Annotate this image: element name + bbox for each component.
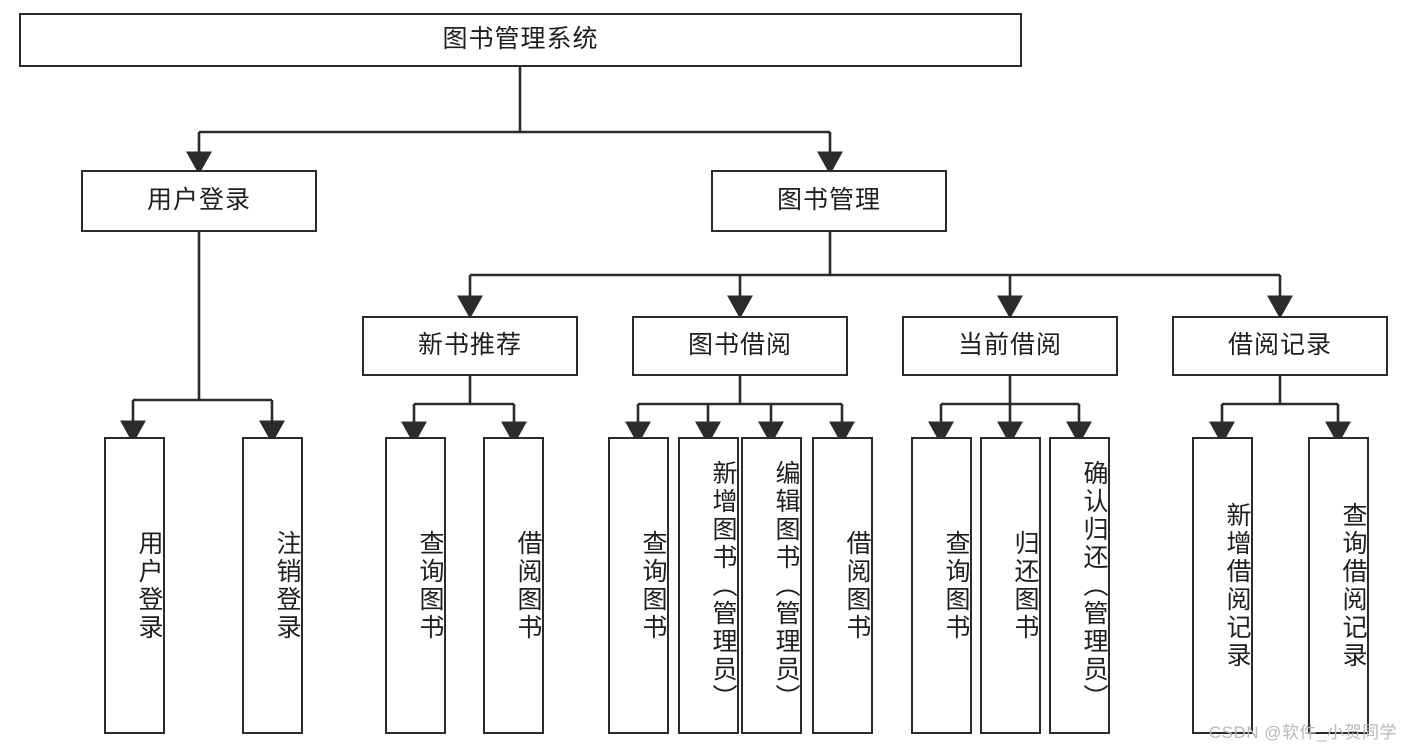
node-leaf-edit-book-admin-label: 编辑图书（管理员） (772, 459, 800, 712)
node-root-book-management-system[interactable]: 图书管理系统 (19, 13, 1022, 67)
node-leaf-query-book-borrow-label: 查询图书 (639, 529, 667, 642)
node-leaf-logout-label: 注销登录 (273, 529, 301, 642)
node-leaf-query-book-recommend[interactable]: 查询图书 (385, 437, 446, 734)
node-leaf-logout[interactable]: 注销登录 (242, 437, 303, 734)
node-leaf-query-borrow-record-label: 查询借阅记录 (1339, 501, 1367, 670)
node-leaf-user-login-label: 用户登录 (135, 529, 163, 642)
node-leaf-confirm-return-admin-label: 确认归还（管理员） (1080, 459, 1108, 712)
node-leaf-add-borrow-record[interactable]: 新增借阅记录 (1192, 437, 1253, 734)
node-leaf-query-borrow-record[interactable]: 查询借阅记录 (1308, 437, 1369, 734)
node-leaf-confirm-return-admin[interactable]: 确认归还（管理员） (1049, 437, 1110, 734)
node-leaf-query-book-current-label: 查询图书 (942, 529, 970, 642)
node-book-management[interactable]: 图书管理 (711, 170, 947, 232)
node-book-management-label: 图书管理 (776, 186, 881, 215)
node-borrow-record-label: 借阅记录 (1227, 331, 1332, 360)
node-leaf-edit-book-admin[interactable]: 编辑图书（管理员） (741, 437, 802, 734)
node-leaf-add-book-admin[interactable]: 新增图书（管理员） (678, 437, 739, 734)
node-borrow-record[interactable]: 借阅记录 (1172, 316, 1388, 376)
node-leaf-return-book-label: 归还图书 (1011, 529, 1039, 642)
node-current-borrow[interactable]: 当前借阅 (902, 316, 1118, 376)
watermark: CSDN @软件_小贺同学 (1208, 723, 1397, 742)
node-new-book-recommend-label: 新书推荐 (417, 331, 522, 360)
node-leaf-query-book-recommend-label: 查询图书 (416, 529, 444, 642)
node-leaf-borrow-book-recommend-label: 借阅图书 (514, 529, 542, 642)
node-current-borrow-label: 当前借阅 (957, 331, 1062, 360)
node-new-book-recommend[interactable]: 新书推荐 (362, 316, 578, 376)
node-leaf-borrow-book-label: 借阅图书 (843, 529, 871, 642)
node-leaf-user-login[interactable]: 用户登录 (104, 437, 165, 734)
node-leaf-add-borrow-record-label: 新增借阅记录 (1223, 501, 1251, 670)
node-leaf-return-book[interactable]: 归还图书 (980, 437, 1041, 734)
node-leaf-borrow-book[interactable]: 借阅图书 (812, 437, 873, 734)
node-user-login-label: 用户登录 (146, 186, 251, 215)
node-leaf-borrow-book-recommend[interactable]: 借阅图书 (483, 437, 544, 734)
node-leaf-add-book-admin-label: 新增图书（管理员） (709, 459, 737, 712)
node-root-label: 图书管理系统 (442, 25, 599, 54)
node-user-login[interactable]: 用户登录 (81, 170, 317, 232)
node-leaf-query-book-current[interactable]: 查询图书 (911, 437, 972, 734)
node-book-borrow[interactable]: 图书借阅 (632, 316, 848, 376)
node-leaf-query-book-borrow[interactable]: 查询图书 (608, 437, 669, 734)
node-book-borrow-label: 图书借阅 (687, 331, 792, 360)
